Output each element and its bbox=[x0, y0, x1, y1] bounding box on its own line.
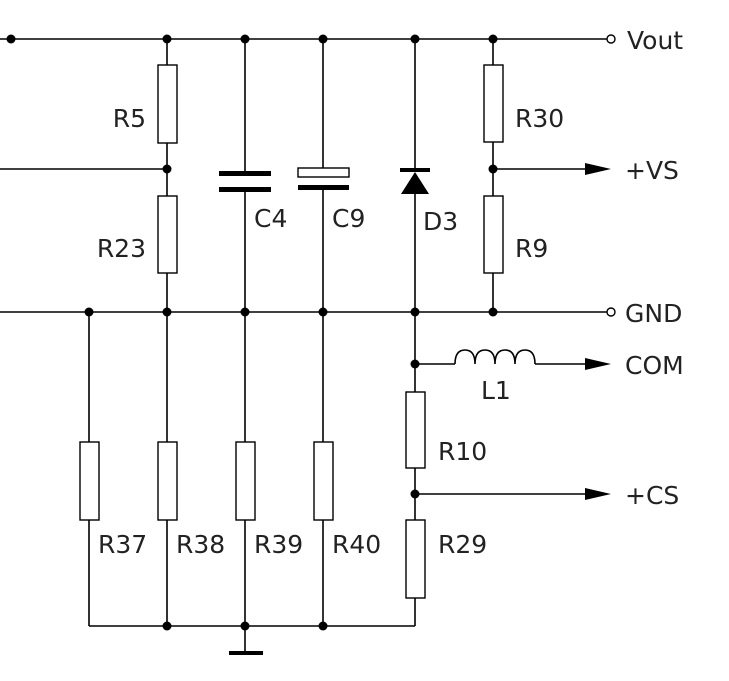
resistor-r30 bbox=[483, 64, 504, 143]
terminal-gnd-circle bbox=[606, 307, 616, 317]
diode-d3-bar bbox=[400, 168, 430, 172]
resistor-r29 bbox=[405, 519, 426, 599]
label-r37: R37 bbox=[98, 530, 147, 559]
resistor-r9 bbox=[483, 195, 504, 274]
arrow-cs bbox=[585, 488, 611, 500]
label-c4: C4 bbox=[254, 204, 287, 233]
label-d3: D3 bbox=[423, 207, 458, 236]
diode-d3-triangle bbox=[401, 172, 429, 194]
resistor-r40 bbox=[313, 441, 334, 521]
junction-dot bbox=[162, 164, 172, 174]
label-r23: R23 bbox=[97, 234, 146, 263]
junction-dot bbox=[488, 34, 498, 44]
resistor-r37 bbox=[79, 441, 100, 521]
resistors bbox=[79, 64, 504, 599]
label-r30: R30 bbox=[515, 104, 564, 133]
terminal-vout-circle bbox=[606, 34, 616, 44]
capacitor-c4-plate-top bbox=[219, 171, 271, 176]
junction-dot bbox=[410, 307, 420, 317]
resistor-r5 bbox=[157, 64, 178, 144]
junction-dot bbox=[410, 359, 420, 369]
label-r29: R29 bbox=[438, 530, 487, 559]
resistor-r23 bbox=[157, 195, 178, 274]
resistor-r10 bbox=[405, 391, 426, 469]
label-l1: L1 bbox=[481, 376, 511, 405]
capacitor-c4-plate-bottom bbox=[219, 187, 271, 192]
label-gnd: GND bbox=[625, 299, 682, 328]
capacitor-c9-plate-bottom bbox=[298, 185, 349, 190]
label-r5: R5 bbox=[113, 104, 146, 133]
junction-dot bbox=[162, 307, 172, 317]
label-r39: R39 bbox=[254, 530, 303, 559]
junction-dot bbox=[488, 164, 498, 174]
label-r10: R10 bbox=[438, 437, 487, 466]
terminal-labels: Vout +VS GND COM +CS bbox=[625, 26, 684, 510]
junction-dot bbox=[162, 34, 172, 44]
junctions bbox=[6, 34, 498, 631]
junction-dot bbox=[240, 307, 250, 317]
label-vout: Vout bbox=[627, 26, 683, 55]
component-labels: R5 R23 C4 C9 D3 R30 R9 L1 R10 R29 R37 R3… bbox=[97, 104, 564, 559]
arrow-com bbox=[585, 358, 611, 370]
capacitor-c9-plate-top bbox=[297, 167, 350, 178]
resistor-r39 bbox=[235, 441, 256, 521]
label-c9: C9 bbox=[332, 204, 365, 233]
label-vs: +VS bbox=[625, 156, 679, 185]
inductor-l1 bbox=[454, 349, 536, 365]
label-com: COM bbox=[625, 351, 684, 380]
junction-dot bbox=[240, 34, 250, 44]
label-r40: R40 bbox=[332, 530, 381, 559]
ground-symbol bbox=[229, 651, 263, 655]
junction-dot bbox=[488, 307, 498, 317]
capacitor-c9 bbox=[297, 167, 350, 190]
junction-dot bbox=[162, 621, 172, 631]
junction-dot bbox=[84, 307, 94, 317]
junction-dot bbox=[410, 489, 420, 499]
resistor-r38 bbox=[157, 441, 178, 521]
capacitor-c4 bbox=[219, 171, 271, 192]
arrow-vs bbox=[585, 163, 611, 175]
junction-dot bbox=[318, 307, 328, 317]
label-r9: R9 bbox=[515, 234, 548, 263]
junction-dot bbox=[6, 34, 16, 44]
junction-dot bbox=[240, 621, 250, 631]
junction-dot bbox=[410, 34, 420, 44]
junction-dot bbox=[318, 621, 328, 631]
junction-dot bbox=[318, 34, 328, 44]
label-cs: +CS bbox=[625, 481, 679, 510]
diode-d3 bbox=[400, 168, 430, 194]
label-r38: R38 bbox=[176, 530, 225, 559]
